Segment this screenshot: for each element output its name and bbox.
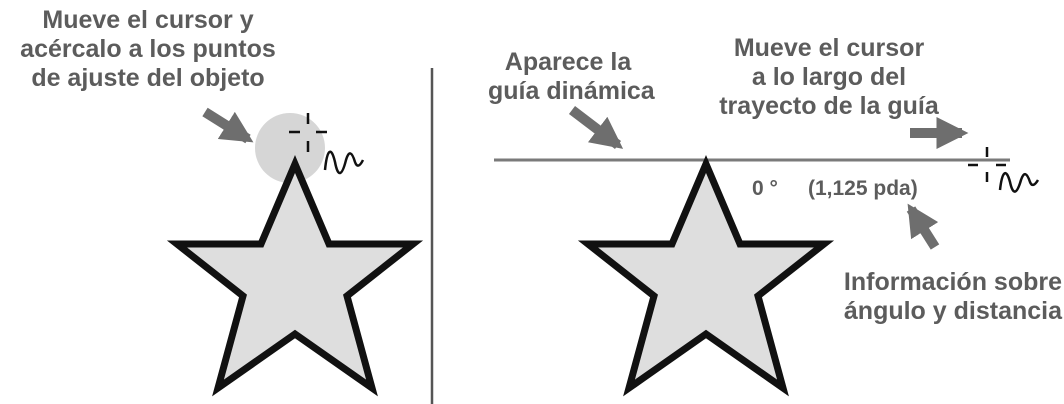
arrow-icon: [906, 203, 940, 250]
distance-readout: (1,125 pda): [808, 177, 918, 200]
squiggle-icon: [323, 150, 365, 175]
squiggle-icon: [998, 171, 1040, 193]
guide-caption-line-2: guía dinámica: [488, 77, 655, 105]
guide-caption-line-1: Aparece la: [504, 48, 632, 76]
guide-caption: Aparece la guía dinámica: [488, 48, 655, 106]
snap-caption-line-1: Mueve el cursor y: [42, 6, 254, 34]
crosshair-cursor-icon: [289, 113, 327, 152]
crosshair-cursor-icon: [968, 147, 1006, 182]
info-caption-line-1: Información sobre: [843, 268, 1062, 296]
move-caption-line-1: Mueve el cursor: [733, 34, 925, 62]
move-caption: Mueve el cursor a lo largo del trayecto …: [710, 34, 948, 121]
snap-caption-line-2: acércalo a los puntos: [20, 35, 276, 63]
move-caption-line-2: a lo largo del: [751, 63, 907, 91]
arrow-icon: [568, 106, 624, 149]
snap-point-highlight: [255, 113, 325, 183]
angle-readout: 0 °: [752, 177, 778, 200]
info-caption-line-2: ángulo y distancia: [843, 297, 1062, 325]
snap-caption-line-3: de ajuste del objeto: [31, 64, 265, 92]
info-caption: Información sobre ángulo y distancia: [804, 268, 1062, 326]
arrow-icon: [202, 107, 254, 144]
star-shape-left: [166, 155, 424, 397]
snap-caption: Mueve el cursor y acércalo a los puntos …: [8, 6, 288, 93]
star-shape-right: [577, 155, 835, 397]
move-caption-line-3: trayecto de la guía: [719, 92, 939, 120]
